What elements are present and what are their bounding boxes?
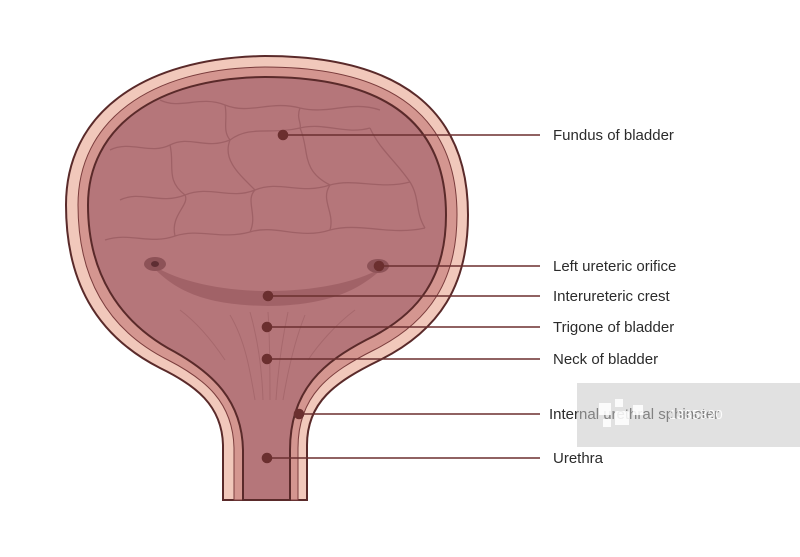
right-ureteric-orifice-inner (151, 261, 159, 267)
pointer-dot-fundus (277, 129, 289, 141)
label-fundus: Fundus of bladder (553, 127, 674, 144)
watermark-logo-icon (599, 399, 643, 427)
label-neck: Neck of bladder (553, 351, 659, 368)
pointer-dot-internal-sphincter (293, 408, 305, 420)
watermark: 1335320 (577, 383, 800, 447)
pointer-dot-trigone (261, 321, 273, 333)
interureteric-crest-band (148, 262, 385, 306)
label-urethra: Urethra (553, 450, 604, 467)
label-left-ureteric-orifice: Left ureteric orifice (553, 258, 677, 275)
bladder-lumen (86, 75, 448, 501)
watermark-text: 1335320 (669, 407, 724, 422)
pointer-dot-left-ureteric-orifice (373, 260, 385, 272)
mucosal-folds (104, 99, 426, 241)
pointer-dot-urethra (261, 452, 273, 464)
pointer-lines (261, 129, 540, 464)
label-interureteric-crest: Interureteric crest (553, 288, 670, 305)
pointer-dot-neck (261, 353, 273, 365)
pointer-dot-interureteric-crest (262, 290, 274, 302)
label-trigone: Trigone of bladder (553, 319, 675, 336)
